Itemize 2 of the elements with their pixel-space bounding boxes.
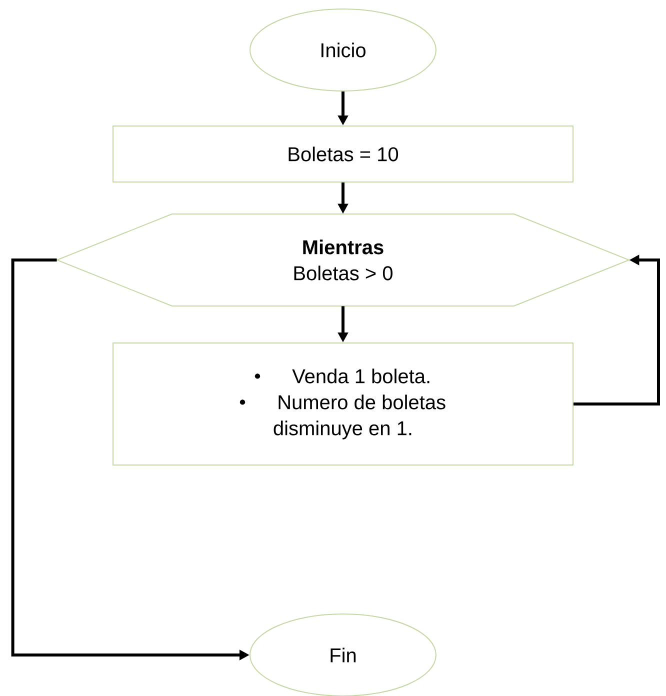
process-box: Boletas = 10: [112, 126, 574, 182]
process-box: Venda 1 boleta. Numero de boletas disminuye en 1.: [112, 342, 574, 466]
